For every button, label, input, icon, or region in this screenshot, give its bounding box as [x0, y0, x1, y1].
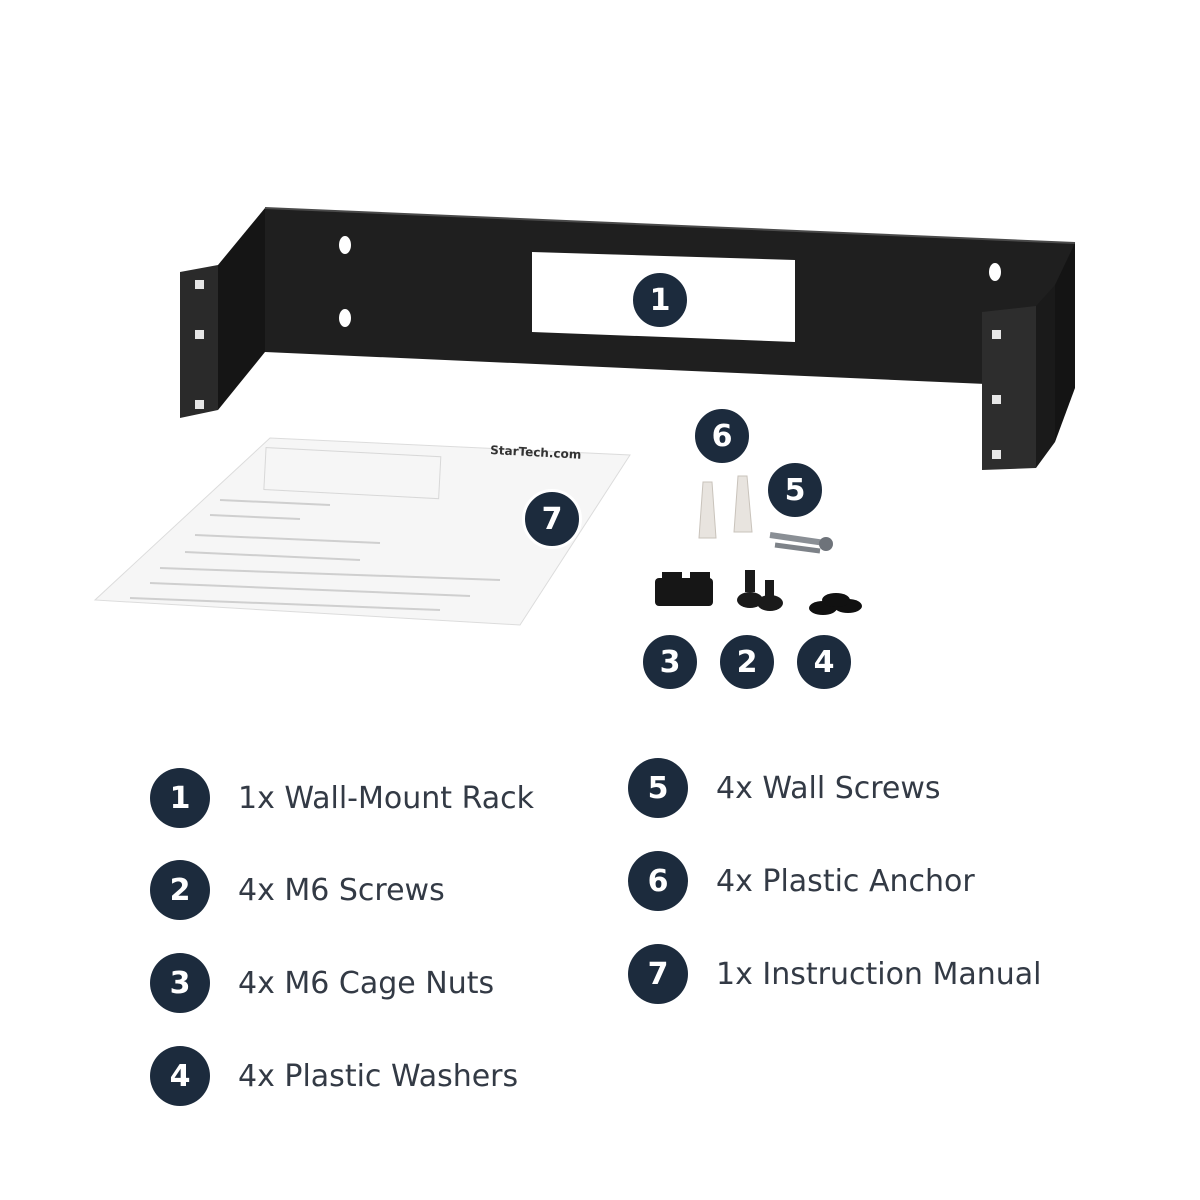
callout-badge-3: 3: [640, 632, 700, 692]
manual-brand: StarTech.com: [490, 443, 582, 462]
product-photo: StarTech.com: [93, 207, 1076, 626]
callout-badge-6: 6: [692, 406, 752, 466]
legend-badge-7: 7: [628, 944, 688, 1004]
cage-nuts: [655, 572, 713, 606]
legend-badge-5: 5: [628, 758, 688, 818]
wall-screws: [769, 532, 833, 554]
callout-badge-4: 4: [794, 632, 854, 692]
legend-item-3: 3 4x M6 Cage Nuts: [150, 952, 494, 1014]
legend-label-1: 1x Wall-Mount Rack: [238, 780, 535, 816]
legend-label-3: 4x M6 Cage Nuts: [238, 965, 495, 1001]
callout-badge-7: 7: [522, 489, 582, 549]
legend-badge-6: 6: [628, 851, 688, 911]
m6-screws: [737, 570, 783, 611]
legend-label-5: 4x Wall Screws: [716, 770, 941, 806]
legend-badge-4: 4: [150, 1046, 210, 1106]
callout-badge-5: 5: [765, 460, 825, 520]
legend-item-7: 7 1x Instruction Manual: [628, 943, 1042, 1005]
callout-badge-2: 2: [717, 632, 777, 692]
legend-label-4: 4x Plastic Washers: [238, 1058, 519, 1094]
legend-item-6: 6 4x Plastic Anchor: [628, 850, 975, 912]
legend-item-4: 4 4x Plastic Washers: [150, 1045, 518, 1107]
legend-item-2: 2 4x M6 Screws: [150, 859, 445, 921]
instruction-manual: StarTech.com: [93, 437, 631, 626]
wall-mount-rack: [180, 207, 1076, 470]
callout-badge-1: 1: [630, 270, 690, 330]
legend-label-2: 4x M6 Screws: [238, 872, 445, 908]
plastic-anchors: [698, 475, 753, 539]
legend-item-1: 1 1x Wall-Mount Rack: [150, 767, 534, 829]
legend-label-7: 1x Instruction Manual: [716, 956, 1042, 992]
legend-label-6: 4x Plastic Anchor: [716, 863, 975, 899]
legend-badge-2: 2: [150, 860, 210, 920]
legend-badge-1: 1: [150, 768, 210, 828]
plastic-washers: [809, 593, 862, 615]
legend-badge-3: 3: [150, 953, 210, 1013]
legend-item-5: 5 4x Wall Screws: [628, 757, 941, 819]
